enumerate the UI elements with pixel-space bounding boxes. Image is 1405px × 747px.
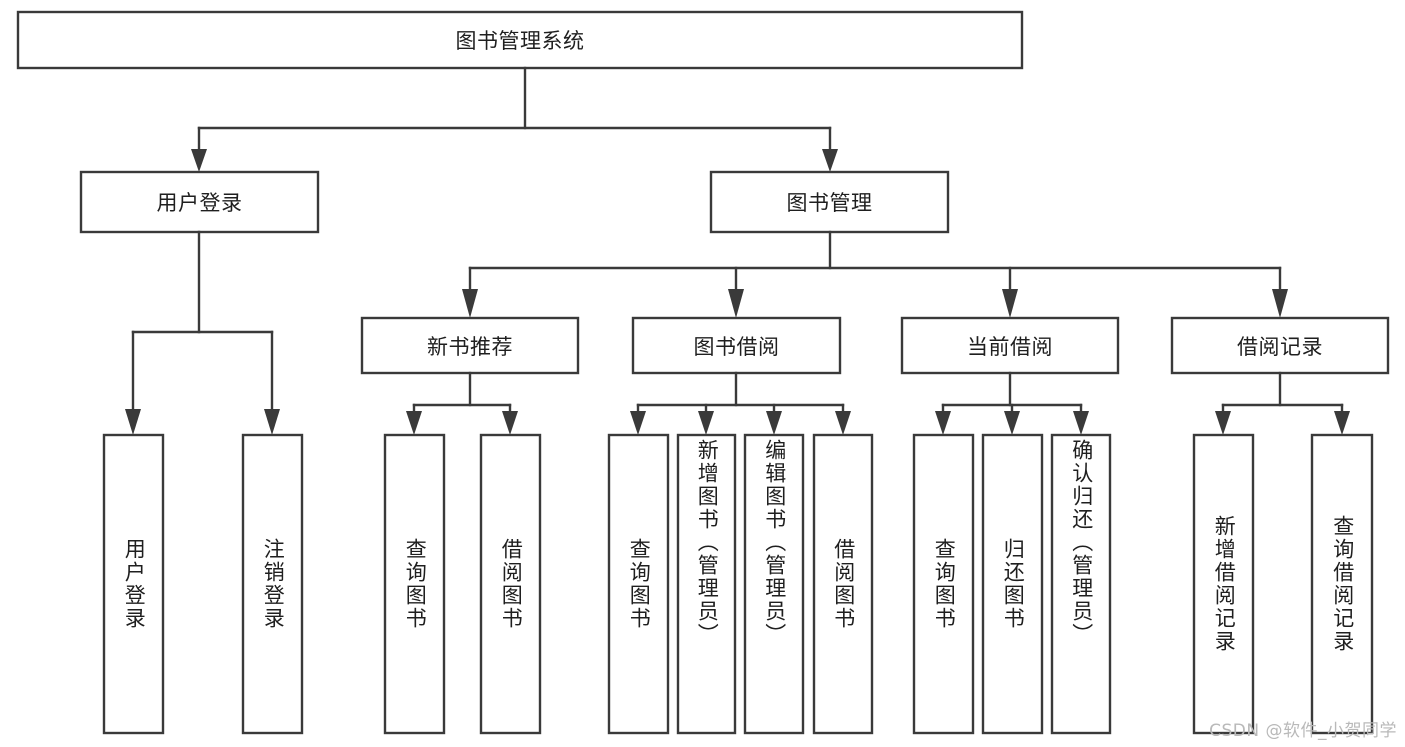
arrow-icon — [1215, 411, 1231, 435]
node-box-current-borrow[interactable] — [900, 316, 1120, 375]
node-box-leaf-add-book[interactable] — [676, 433, 737, 735]
node-box-leaf-add-record[interactable] — [1192, 433, 1255, 735]
arrow-icon — [1272, 289, 1288, 318]
node-box-leaf-user-logout[interactable] — [241, 433, 304, 735]
node-box-borrow-record[interactable] — [1170, 316, 1390, 375]
node-box-leaf-return-book[interactable] — [981, 433, 1044, 735]
node-box-leaf-query-book-2[interactable] — [607, 433, 670, 735]
connector-book-manage-to-level3 — [462, 230, 1288, 318]
arrow-icon — [1334, 411, 1350, 435]
arrow-icon — [125, 409, 141, 435]
arrow-icon — [406, 411, 422, 435]
connector-borrow-record-to-leaves — [1215, 371, 1350, 435]
connector-book-borrow-to-leaves — [630, 371, 851, 435]
node-box-leaf-confirm-return[interactable] — [1050, 433, 1112, 735]
node-box-book-borrow[interactable] — [631, 316, 842, 375]
connector-new-book-recommend-to-leaves — [406, 371, 518, 435]
arrow-icon — [191, 149, 207, 172]
arrow-icon — [1004, 411, 1020, 435]
arrow-icon — [728, 289, 744, 318]
arrow-icon — [698, 411, 714, 435]
arrow-icon — [1002, 289, 1018, 318]
arrow-icon — [630, 411, 646, 435]
node-box-leaf-borrow-book-1[interactable] — [479, 433, 542, 735]
node-box-leaf-query-book-3[interactable] — [912, 433, 975, 735]
connector-root-to-level2 — [191, 66, 838, 172]
arrow-icon — [502, 411, 518, 435]
node-box-leaf-query-book-1[interactable] — [383, 433, 446, 735]
arrow-icon — [935, 411, 951, 435]
node-box-leaf-query-record[interactable] — [1310, 433, 1374, 735]
node-box-leaf-borrow-book-2[interactable] — [812, 433, 874, 735]
node-box-leaf-user-login[interactable] — [102, 433, 165, 735]
arrow-icon — [264, 409, 280, 435]
node-box-user-login[interactable] — [79, 170, 320, 234]
node-box-leaf-edit-book[interactable] — [743, 433, 805, 735]
node-box-new-book-recommend[interactable] — [360, 316, 580, 375]
arrow-icon — [462, 289, 478, 318]
arrow-icon — [822, 149, 838, 172]
node-box-book-manage[interactable] — [709, 170, 950, 234]
arrow-icon — [766, 411, 782, 435]
connector-user-login-to-leaves — [125, 230, 280, 435]
connector-current-borrow-to-leaves — [935, 371, 1089, 435]
arrow-icon — [1073, 411, 1089, 435]
arrow-icon — [835, 411, 851, 435]
node-box-root[interactable] — [16, 10, 1024, 70]
